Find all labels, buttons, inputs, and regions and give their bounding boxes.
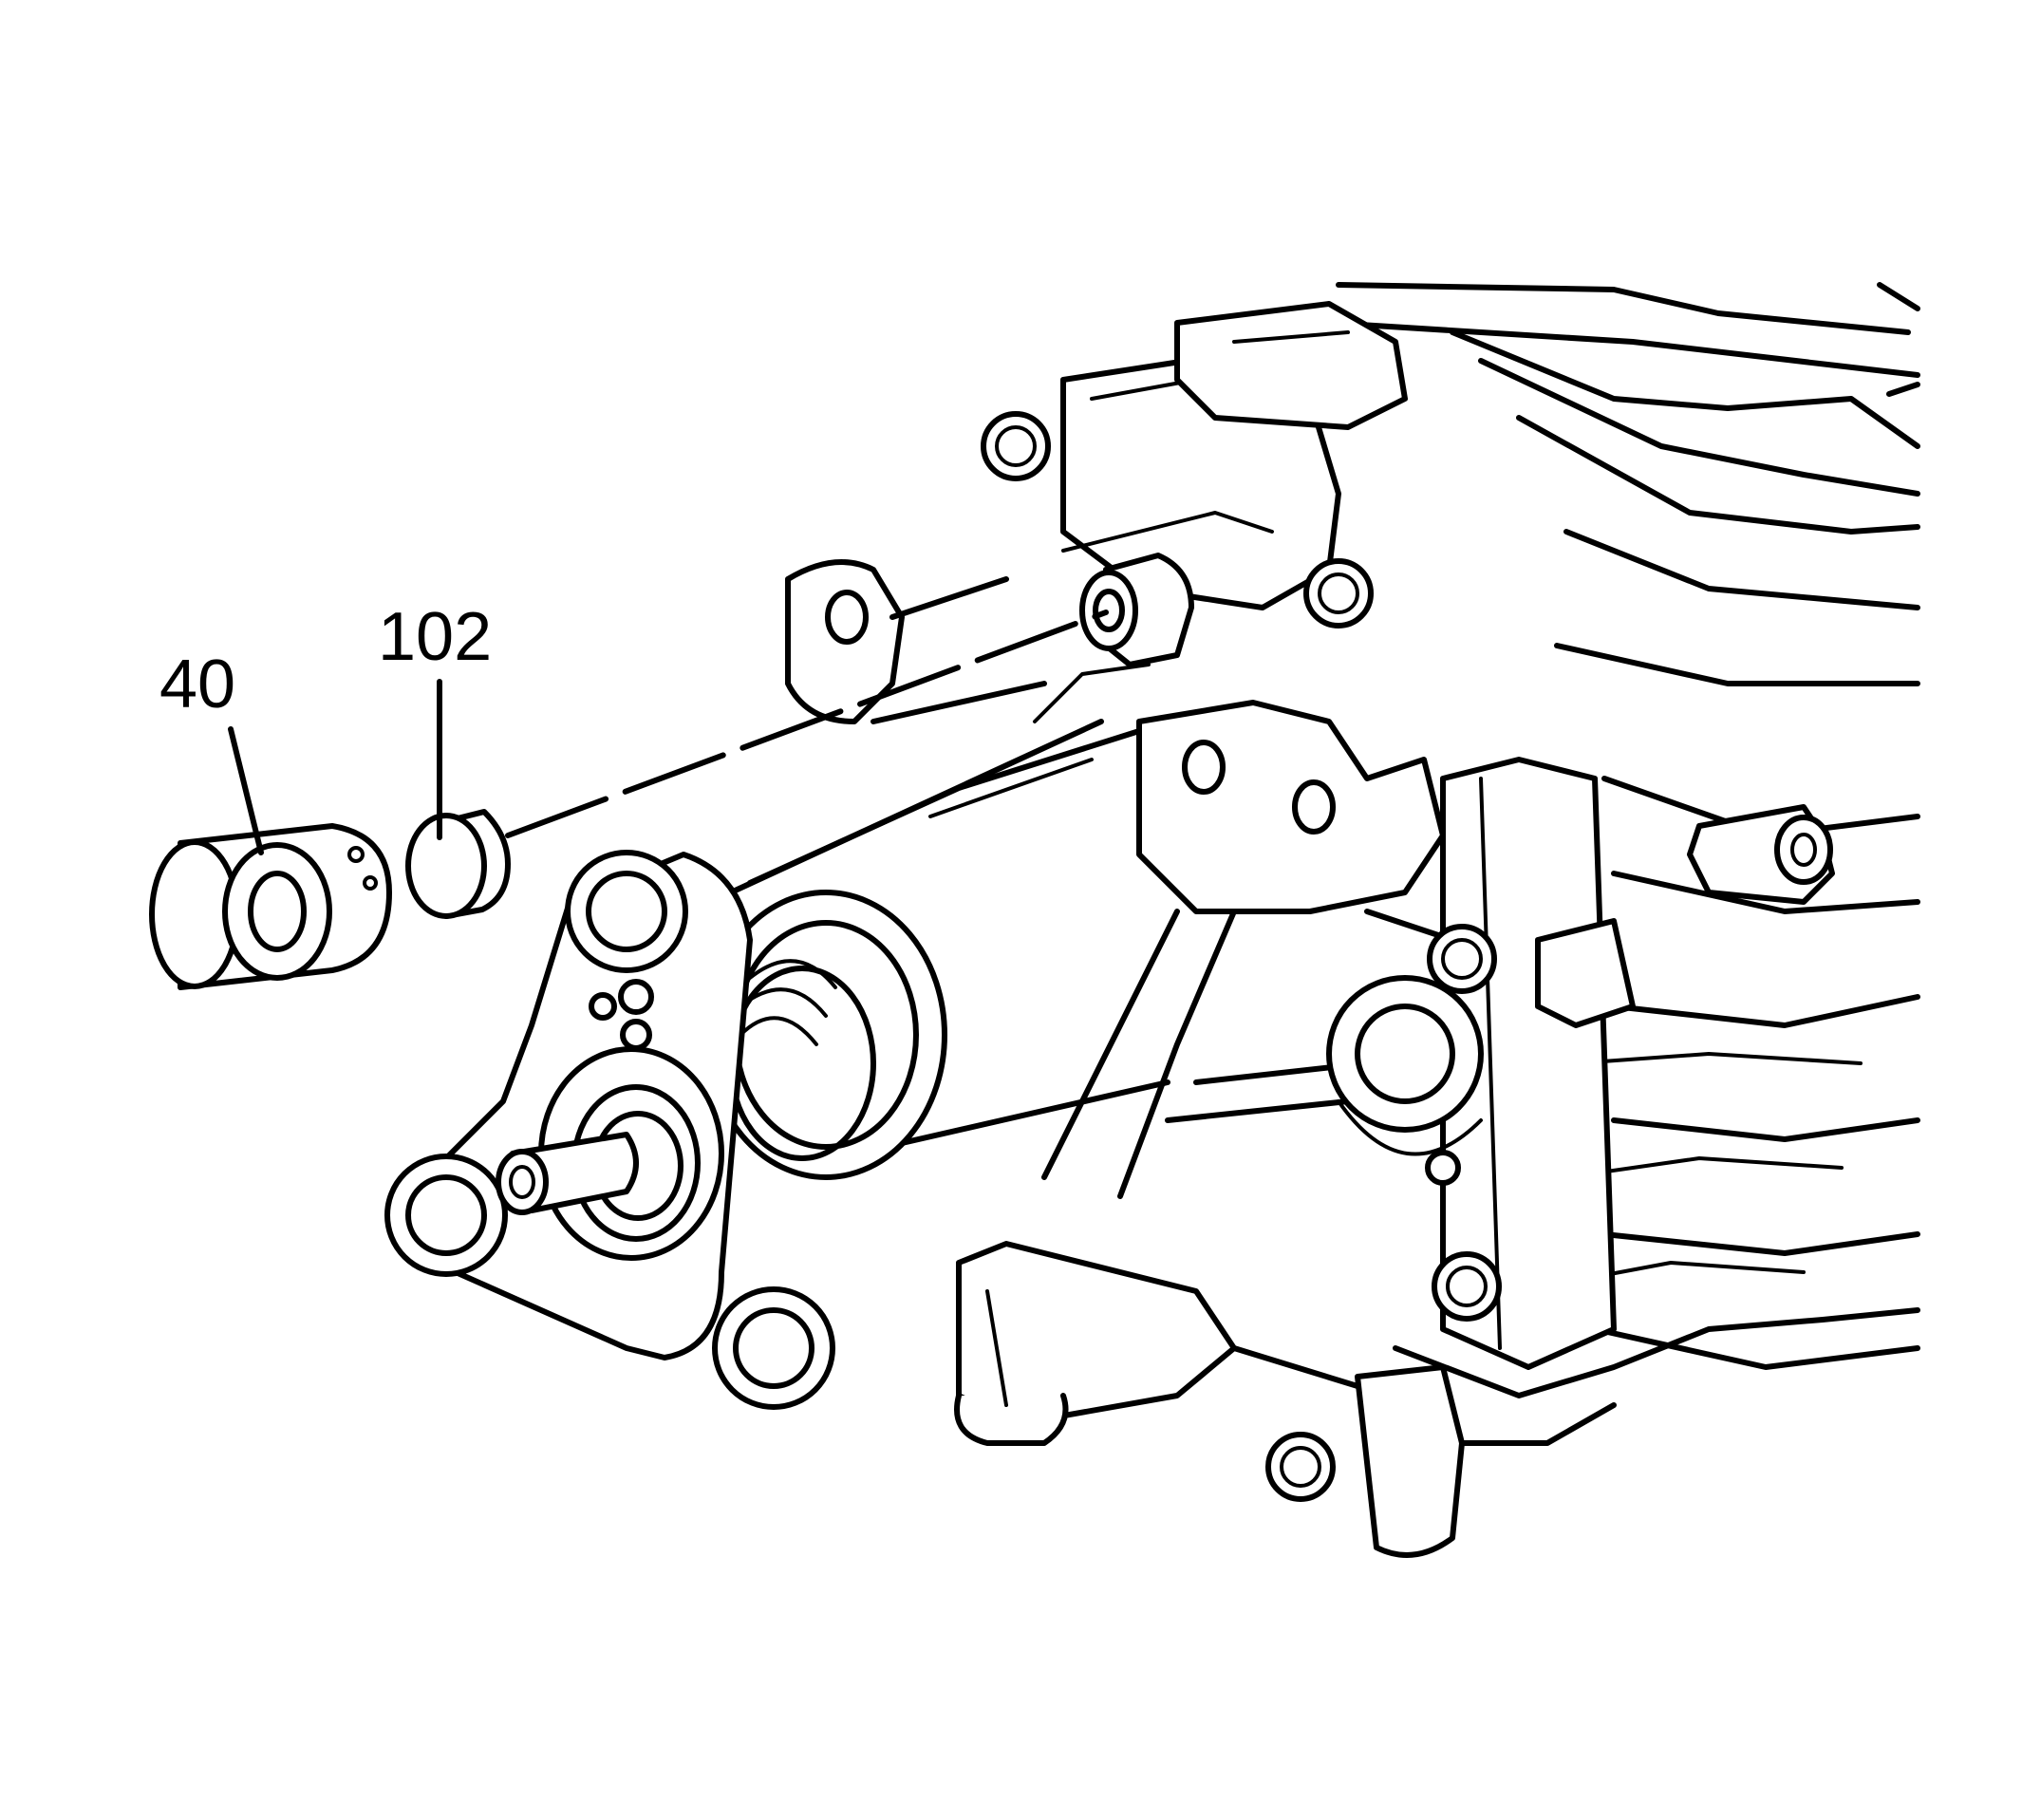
leader-line-40 <box>228 726 264 855</box>
part-40-sensor <box>149 823 392 990</box>
callout-label-40: 40 <box>159 647 235 722</box>
sensor-bore <box>1033 511 1274 723</box>
transmission-housing <box>954 282 1920 1558</box>
bearing-retainer <box>704 559 1170 1180</box>
alignment-dashed-line <box>505 610 1109 838</box>
part-102-seal <box>405 809 511 919</box>
case-bolts <box>981 411 1502 1502</box>
callout-label-102: 102 <box>378 599 492 675</box>
mounting-plate <box>384 850 835 1410</box>
